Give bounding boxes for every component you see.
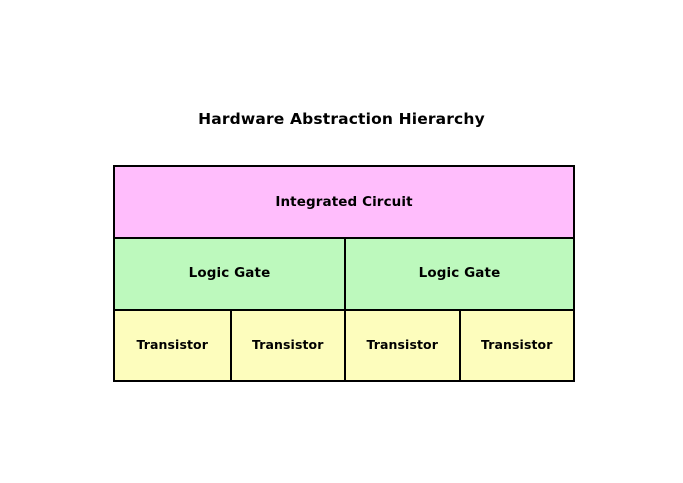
page-title: Hardware Abstraction Hierarchy <box>198 110 485 128</box>
tier-row-logic-gate: Logic Gate Logic Gate <box>115 237 573 309</box>
block-logic-gate-1[interactable]: Logic Gate <box>115 239 344 309</box>
block-transistor-1[interactable]: Transistor <box>115 310 230 380</box>
tier-row-integrated-circuit: Integrated Circuit <box>115 167 573 237</box>
block-transistor-2[interactable]: Transistor <box>229 310 344 380</box>
tier-row-transistor: Transistor Transistor Transistor Transis… <box>115 308 573 380</box>
block-transistor-3[interactable]: Transistor <box>344 310 459 380</box>
block-integrated-circuit-1[interactable]: Integrated Circuit <box>115 167 573 237</box>
hierarchy-diagram: Integrated Circuit Logic Gate Logic Gate… <box>113 165 575 382</box>
block-logic-gate-2[interactable]: Logic Gate <box>344 239 573 309</box>
block-transistor-4[interactable]: Transistor <box>458 310 573 380</box>
